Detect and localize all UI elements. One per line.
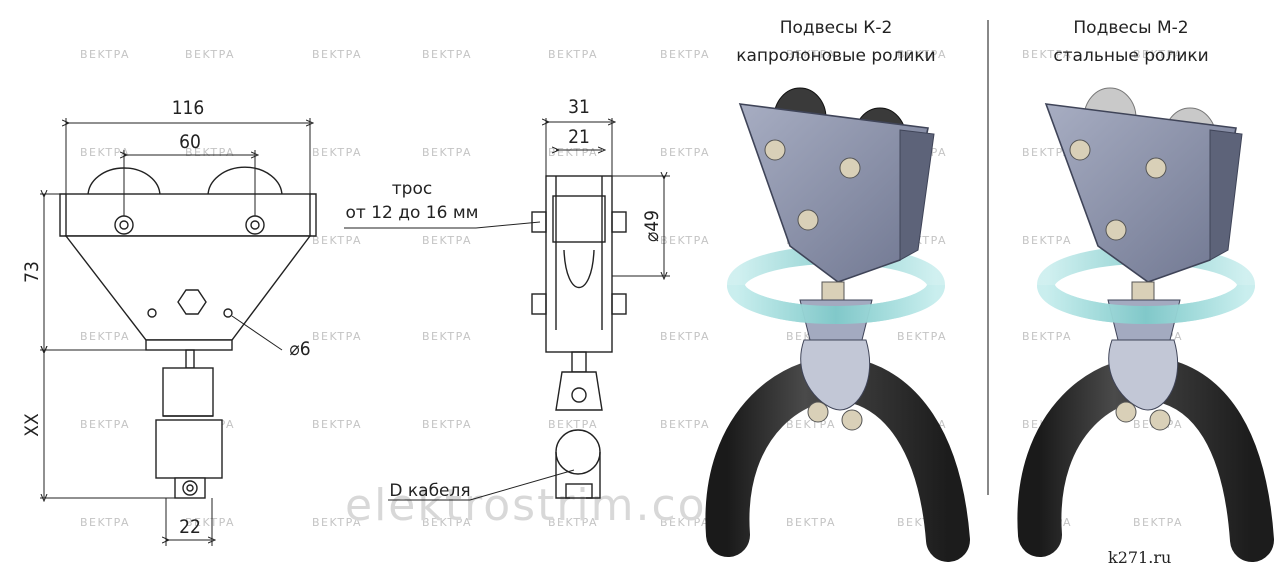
dim-73: 73 bbox=[21, 261, 43, 283]
dim-60: 60 bbox=[179, 131, 201, 153]
front-view-dimensions bbox=[40, 118, 310, 546]
watermark-label: BEKTPA bbox=[548, 516, 598, 529]
site-watermark: elektrostrim.com bbox=[345, 480, 751, 531]
side-view-dimensions bbox=[344, 118, 670, 501]
watermark-label: BEKTPA bbox=[1022, 146, 1072, 159]
dim-116: 116 bbox=[172, 97, 205, 119]
rope-label-line2: от 12 до 16 мм bbox=[346, 203, 479, 223]
watermark-label: BEKTPA bbox=[185, 48, 235, 61]
watermark-label: BEKTPA bbox=[660, 234, 710, 247]
watermark-label: BEKTPA bbox=[660, 330, 710, 343]
watermark-label: BEKTPA bbox=[786, 418, 836, 431]
watermark-label: BEKTPA bbox=[786, 516, 836, 529]
m2-title-line2: стальные ролики bbox=[1053, 46, 1208, 66]
watermark-label: BEKTPA bbox=[660, 516, 710, 529]
watermark-label: BEKTPA bbox=[1022, 330, 1072, 343]
watermark-label: BEKTPA bbox=[548, 48, 598, 61]
m2-title-line1: Подвесы М-2 bbox=[1073, 18, 1188, 38]
watermark-label: BEKTPA bbox=[312, 516, 362, 529]
side-view-drawing bbox=[531, 175, 627, 499]
watermark-label: BEKTPA bbox=[660, 48, 710, 61]
watermark-label: BEKTPA bbox=[897, 330, 947, 343]
watermark-label: BEKTPA bbox=[1133, 48, 1183, 61]
watermark-label: BEKTPA bbox=[80, 418, 130, 431]
dim-xx: XX bbox=[21, 413, 43, 437]
watermark-label: BEKTPA bbox=[80, 330, 130, 343]
watermark-label: BEKTPA bbox=[422, 418, 472, 431]
watermark-label: BEKTPA bbox=[422, 48, 472, 61]
watermark-label: BEKTPA bbox=[660, 418, 710, 431]
product-k2-illustration bbox=[705, 87, 970, 562]
dim-22: 22 bbox=[179, 516, 201, 538]
dim-21: 21 bbox=[568, 126, 590, 148]
watermark-label: BEKTPA bbox=[1022, 234, 1072, 247]
cable-diameter-label: D кабеля bbox=[389, 481, 470, 501]
rope-label-line1: трос bbox=[392, 179, 432, 199]
watermark-label: BEKTPA bbox=[185, 516, 235, 529]
watermark-label: BEKTPA bbox=[660, 146, 710, 159]
watermark-label: BEKTPA bbox=[312, 330, 362, 343]
watermark-label: BEKTPA bbox=[80, 48, 130, 61]
watermark-label: BEKTPA bbox=[312, 418, 362, 431]
watermark-label: BEKTPA bbox=[422, 330, 472, 343]
watermark-label: BEKTPA bbox=[786, 48, 836, 61]
watermark-label: BEKTPA bbox=[422, 146, 472, 159]
dim-31: 31 bbox=[568, 96, 590, 118]
watermark-label: BEKTPA bbox=[548, 418, 598, 431]
watermark-label: BEKTPA bbox=[80, 146, 130, 159]
watermark-label: BEKTPA bbox=[422, 234, 472, 247]
watermark-label: BEKTPA bbox=[897, 48, 947, 61]
corner-site-label: k271.ru bbox=[1108, 548, 1171, 567]
watermark-label: BEKTPA bbox=[1022, 48, 1072, 61]
product-m2-illustration bbox=[1017, 87, 1274, 562]
watermark-label: BEKTPA bbox=[1133, 516, 1183, 529]
watermark-label: BEKTPA bbox=[312, 146, 362, 159]
watermark-label: BEKTPA bbox=[80, 516, 130, 529]
dim-hole-6: ⌀6 bbox=[289, 338, 310, 360]
k2-title-line2: капролоновые ролики bbox=[736, 46, 936, 66]
watermark-label: BEKTPA bbox=[312, 234, 362, 247]
watermark-label: BEKTPA bbox=[312, 48, 362, 61]
dim-roller-49: ⌀49 bbox=[641, 210, 663, 242]
k2-title-line1: Подвесы К-2 bbox=[780, 18, 893, 38]
watermark-label: BEKTPA bbox=[422, 516, 472, 529]
